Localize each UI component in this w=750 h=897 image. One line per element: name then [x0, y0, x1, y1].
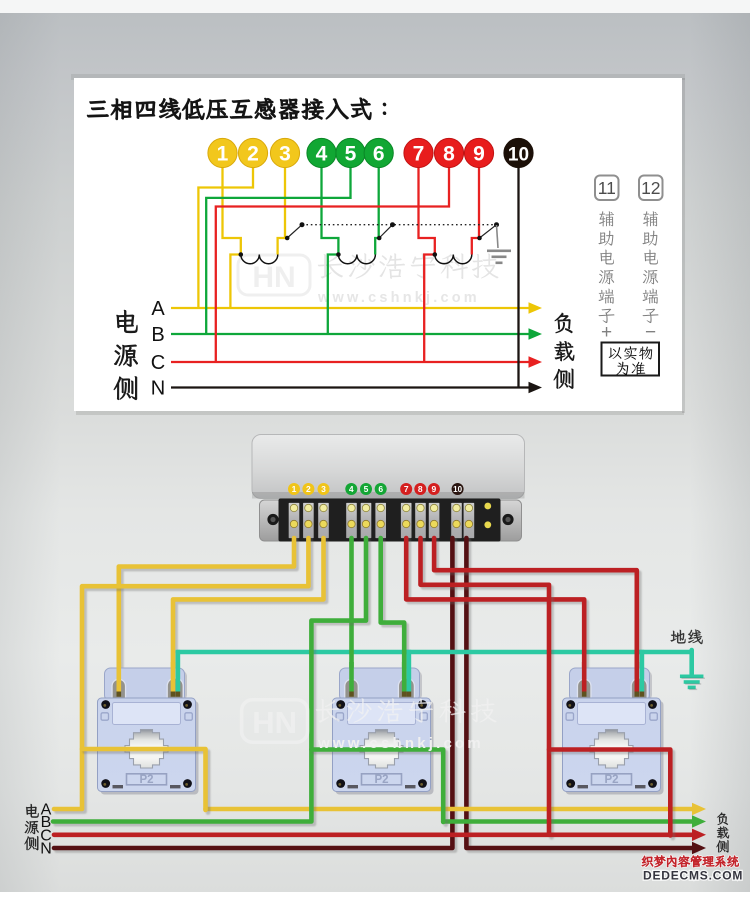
- svg-text:6: 6: [378, 484, 383, 494]
- svg-text:C: C: [40, 827, 52, 844]
- svg-text:HN: HN: [252, 705, 297, 740]
- svg-text:A: A: [151, 298, 165, 320]
- svg-text:4: 4: [316, 143, 328, 166]
- svg-text:1: 1: [217, 143, 229, 166]
- svg-text:DEDECMS.COM: DEDECMS.COM: [643, 869, 743, 883]
- svg-text:4: 4: [349, 484, 354, 494]
- svg-text:−: −: [645, 322, 656, 343]
- svg-text:B: B: [41, 814, 52, 831]
- svg-text:P2: P2: [374, 774, 388, 786]
- svg-text:11: 11: [598, 178, 616, 198]
- svg-text:2: 2: [247, 143, 259, 166]
- svg-text:7: 7: [413, 143, 425, 166]
- svg-text:www.cshnkj.com: www.cshnkj.com: [317, 735, 484, 752]
- svg-text:8: 8: [418, 484, 423, 494]
- svg-text:3: 3: [279, 143, 291, 166]
- svg-text:A: A: [41, 802, 52, 819]
- svg-text:HN: HN: [252, 261, 295, 294]
- svg-text:C: C: [151, 352, 165, 374]
- svg-text:5: 5: [345, 143, 357, 166]
- svg-text:+: +: [601, 322, 612, 343]
- svg-text:9: 9: [432, 484, 437, 494]
- svg-text:6: 6: [373, 143, 385, 166]
- svg-text:DEDECMS.COM: DEDECMS.COM: [643, 869, 743, 883]
- svg-text:5: 5: [364, 484, 369, 494]
- svg-text:2: 2: [306, 484, 311, 494]
- svg-text:8: 8: [443, 143, 455, 166]
- svg-text:P2: P2: [604, 774, 618, 786]
- svg-text:N: N: [40, 841, 52, 858]
- svg-text:10: 10: [508, 145, 529, 166]
- svg-text:N: N: [151, 378, 165, 400]
- svg-text:10: 10: [453, 485, 462, 494]
- svg-text:7: 7: [404, 484, 409, 494]
- svg-text:1: 1: [292, 484, 297, 494]
- svg-text:3: 3: [321, 484, 326, 494]
- svg-text:12: 12: [641, 178, 660, 198]
- svg-text:P2: P2: [139, 774, 153, 786]
- svg-text:www.cshnkj.com: www.cshnkj.com: [317, 290, 480, 306]
- svg-text:B: B: [151, 324, 164, 346]
- svg-text:9: 9: [473, 143, 485, 166]
